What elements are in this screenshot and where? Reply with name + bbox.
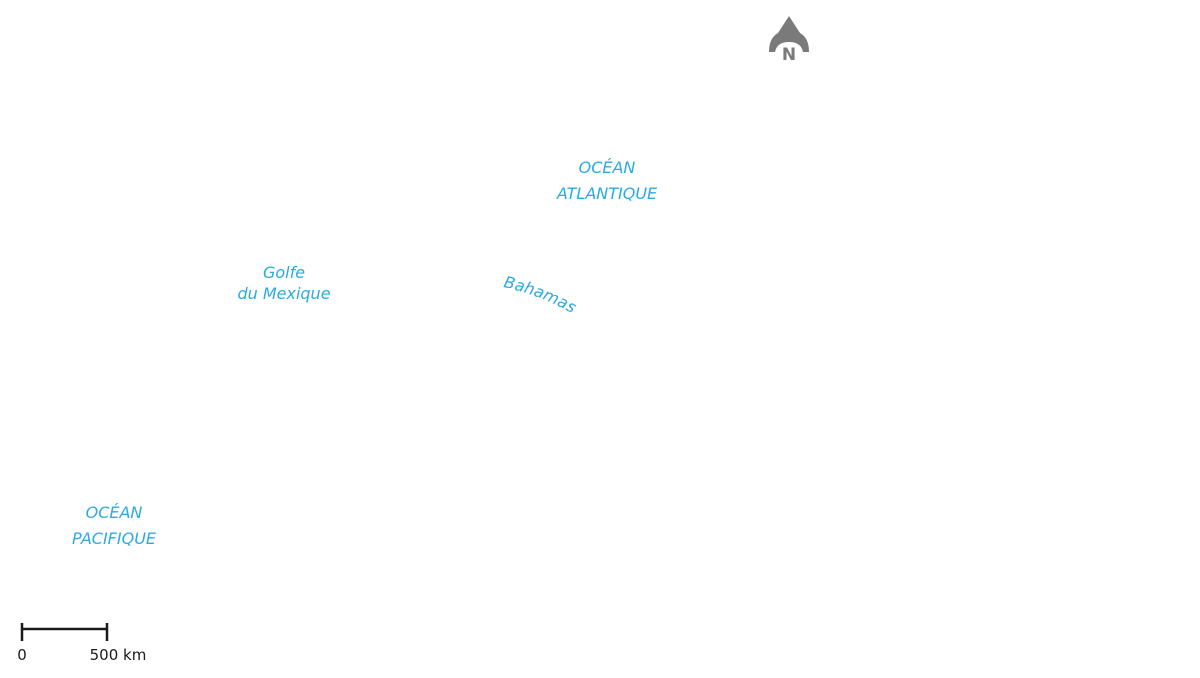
atlantic-ocean-label-line1: OCÉAN	[579, 158, 636, 177]
atlantic-ocean-label-line2: ATLANTIQUE	[556, 184, 658, 203]
scale-bar: 0 500 km	[17, 623, 146, 664]
gulf-of-mexico-label-line1: Golfe	[263, 263, 305, 282]
bahamas-label: Bahamas	[502, 272, 579, 317]
north-arrow-shape	[769, 16, 809, 52]
north-arrow-icon: N	[769, 16, 809, 65]
scale-bar-start-label: 0	[17, 646, 27, 664]
gulf-of-mexico-label-line2: du Mexique	[237, 284, 330, 303]
scale-bar-end-label: 500 km	[90, 646, 147, 664]
bahamas-label-path: Bahamas	[502, 272, 579, 317]
pacific-ocean-label-line1: OCÉAN	[86, 503, 143, 522]
north-arrow-letter: N	[782, 45, 796, 65]
pacific-ocean-label-line2: PACIFIQUE	[72, 529, 157, 548]
